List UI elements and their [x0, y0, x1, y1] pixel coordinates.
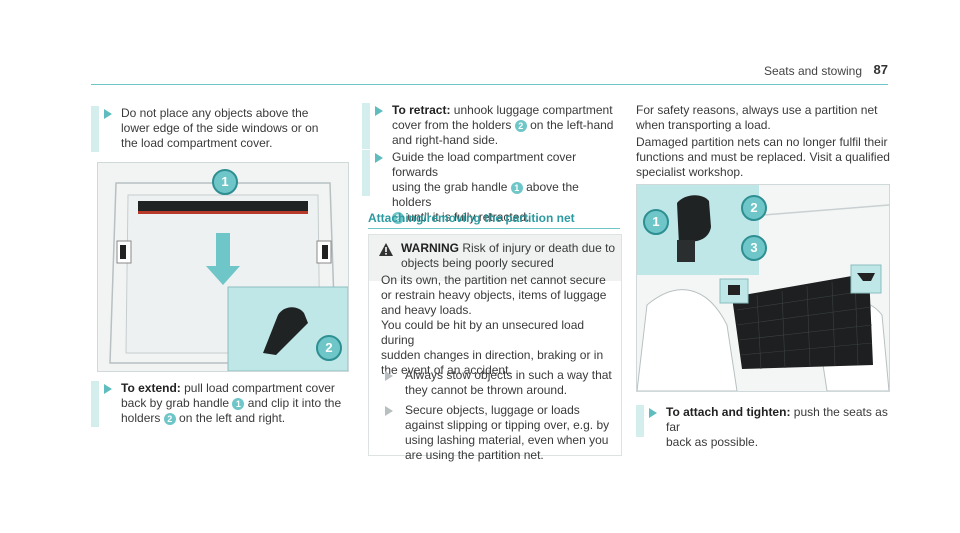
bullet-line: they cannot be thrown around. — [405, 383, 568, 397]
warning-box: WARNING Risk of injury or death due to o… — [368, 234, 622, 462]
load-cover-illustration — [98, 163, 348, 371]
tighten-bar — [636, 405, 644, 437]
running-header-title: Seats and stowing — [763, 64, 862, 78]
tighten-text: back as possible. — [666, 435, 759, 449]
bullet-line: are using the partition net. — [405, 448, 544, 462]
tighten-label: To attach and tighten: — [666, 405, 791, 419]
safety-para-line: For safety reasons, always use a partiti… — [636, 103, 878, 117]
extend-text: back by grab handle — [121, 396, 230, 410]
partition-net-figure: 1 2 3 — [636, 184, 890, 392]
note-line: the load compartment cover. — [121, 136, 273, 150]
arrow-bullet-icon — [385, 406, 393, 416]
bullet-line: using lashing material, even when you — [405, 433, 609, 447]
retract-text: and right-hand side. — [392, 133, 499, 147]
warning-text: objects being poorly secured — [401, 256, 554, 270]
callout-2: 2 — [741, 195, 767, 221]
retract-text: unhook luggage compartment — [453, 103, 613, 117]
page-number: 87 — [873, 62, 888, 77]
damage-para-line: specialist workshop. — [636, 165, 744, 179]
damage-para-line: Damaged partition nets can no longer ful… — [636, 135, 888, 149]
extend-block: To extend: pull load compartment cover b… — [91, 381, 349, 427]
callout-3: 3 — [741, 235, 767, 261]
guide-text: above the holders — [392, 180, 579, 209]
bullet-line: Secure objects, luggage or loads — [405, 403, 580, 417]
tighten-block: To attach and tighten: push the seats as… — [636, 405, 896, 449]
retract-label: To retract: — [392, 103, 451, 117]
warning-body-line: You could be hit by an unsecured load du… — [381, 318, 585, 347]
safety-para-line: when transporting a load. — [636, 118, 771, 132]
warning-body-line: the event of an accident. — [381, 363, 512, 377]
extend-text: holders — [121, 411, 161, 425]
retract-bar — [362, 103, 370, 149]
guide-bar — [362, 150, 370, 196]
damage-para-line: functions and must be replaced. Visit a … — [636, 150, 890, 164]
note-line: lower edge of the side windows or on — [121, 121, 319, 135]
extend-text: and clip it into the — [247, 396, 342, 410]
retract-block: To retract: unhook luggage compartment c… — [362, 103, 620, 149]
extend-bar — [91, 381, 99, 427]
section-rule — [368, 228, 620, 229]
retract-text: cover from the holders — [392, 118, 512, 132]
warning-body-line: and heavy loads. — [381, 303, 472, 317]
warning-triangle-icon — [379, 243, 393, 256]
header-rule — [91, 84, 888, 85]
note-bar — [91, 106, 99, 152]
arrow-bullet-icon — [385, 371, 393, 381]
warning-body-line: On its own, the partition net cannot sec… — [381, 273, 606, 287]
guide-text: Guide the load compartment cover forward… — [392, 150, 577, 179]
guide-text: using the grab handle — [392, 180, 508, 194]
warning-label: WARNING — [401, 241, 459, 255]
note-line: Do not place any objects above the — [121, 106, 309, 120]
callout-1: 1 — [643, 209, 669, 235]
bullet-line: against slipping or tipping over, e.g. b… — [405, 418, 610, 432]
extend-text: pull load compartment cover — [184, 381, 335, 395]
extend-label: To extend: — [121, 381, 181, 395]
callout-2: 2 — [316, 335, 342, 361]
warning-body-line: or restrain heavy objects, items of lugg… — [381, 288, 607, 302]
retract-text: on the left-hand — [530, 118, 614, 132]
section-title: Attaching/removing the partition net — [368, 211, 575, 225]
arrow-bullet-icon — [104, 109, 112, 119]
guide-block: Guide the load compartment cover forward… — [362, 150, 620, 224]
warning-body-line: sudden changes in direction, braking or … — [381, 348, 604, 362]
arrow-bullet-icon — [649, 408, 657, 418]
arrow-bullet-icon — [375, 106, 383, 116]
tighten-text: push the seats as far — [666, 405, 888, 434]
guide-text: until it is fully retracted. — [407, 210, 530, 224]
handle-num: 1 — [510, 181, 523, 194]
warning-header — [369, 235, 621, 281]
holder-num: 2 — [392, 211, 404, 224]
arrow-bullet-icon — [375, 153, 383, 163]
holder-num: 2 — [163, 412, 176, 425]
arrow-bullet-icon — [104, 384, 112, 394]
bullet-line: Always stow objects in such a way that — [405, 368, 612, 382]
warning-text: Risk of injury or death due to — [462, 241, 616, 255]
extend-text: on the left and right. — [179, 411, 286, 425]
handle-num: 1 — [232, 397, 245, 410]
holder-num: 2 — [514, 119, 527, 132]
load-cover-figure: 1 2 — [97, 162, 349, 372]
note-block: Do not place any objects above the lower… — [91, 106, 349, 152]
callout-1: 1 — [212, 169, 238, 195]
